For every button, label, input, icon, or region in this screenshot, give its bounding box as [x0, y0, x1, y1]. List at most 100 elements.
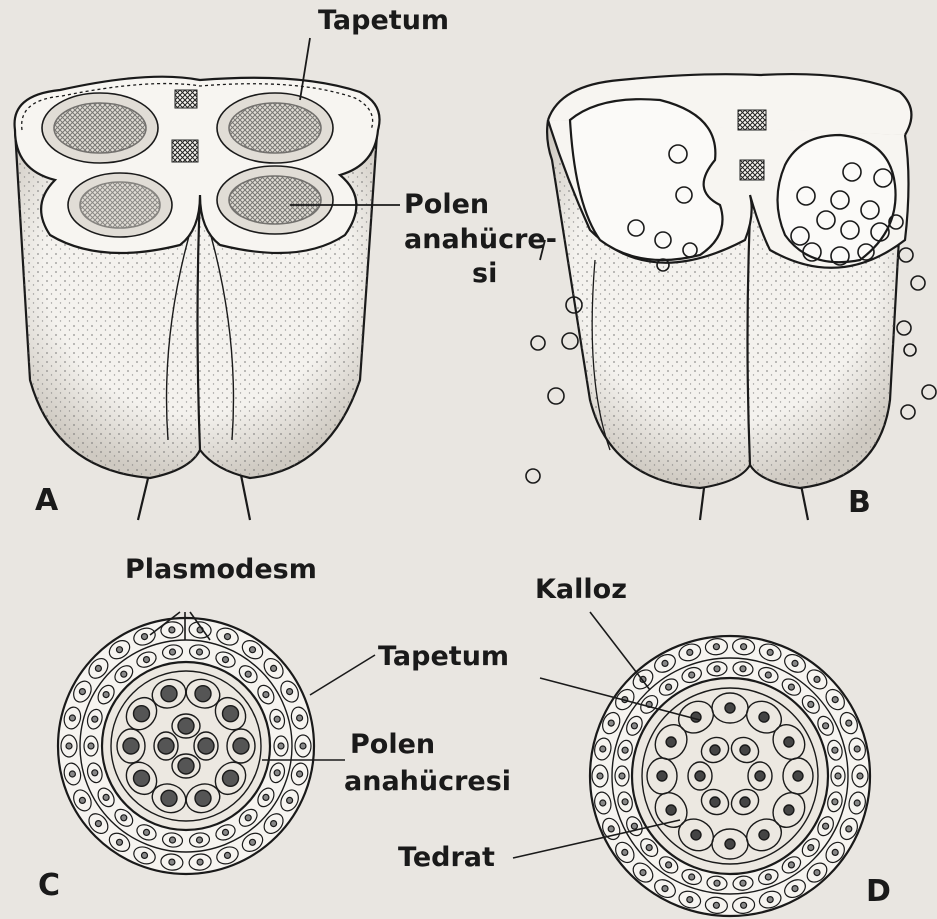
- cell-nucleus: [741, 644, 747, 650]
- cell-nucleus: [245, 671, 251, 677]
- cell-nucleus: [832, 697, 838, 703]
- cell-nucleus: [169, 627, 175, 633]
- cell-nucleus: [195, 790, 211, 806]
- label-tedrat: Tedrat: [398, 843, 495, 873]
- cell-nucleus: [759, 830, 769, 840]
- cell-nucleus: [832, 799, 838, 805]
- cell-nucleus: [622, 849, 628, 855]
- cell-nucleus: [66, 743, 72, 749]
- panel-label-c: C: [38, 871, 60, 901]
- section-d: [513, 612, 870, 916]
- cell-nucleus: [646, 845, 652, 851]
- cell-nucleus: [223, 657, 229, 663]
- cell-nucleus: [278, 743, 284, 749]
- label-polen-a-line2: anahücre-: [404, 225, 557, 255]
- cell-nucleus: [161, 686, 177, 702]
- panel-label-a: A: [35, 486, 58, 516]
- cell-nucleus: [740, 745, 750, 755]
- cell-nucleus: [223, 706, 239, 722]
- cell-nucleus: [854, 746, 860, 752]
- cell-nucleus: [245, 815, 251, 821]
- cell-nucleus: [117, 839, 123, 845]
- cell-nucleus: [223, 770, 239, 786]
- cell-nucleus: [666, 805, 676, 815]
- cell-nucleus: [854, 800, 860, 806]
- label-tapetum-mid: Tapetum: [378, 642, 509, 672]
- cell-nucleus: [88, 743, 94, 749]
- cell-nucleus: [95, 665, 101, 671]
- cell-nucleus: [740, 880, 746, 886]
- cell-nucleus: [740, 666, 746, 672]
- cell-nucleus: [695, 771, 705, 781]
- cell-nucleus: [597, 773, 603, 779]
- cell-nucleus: [250, 839, 256, 845]
- label-polen-a-line3: si: [472, 259, 497, 289]
- cell-nucleus: [197, 837, 203, 843]
- anther-b: [526, 74, 936, 520]
- cell-nucleus: [297, 715, 303, 721]
- cell-nucleus: [622, 799, 628, 805]
- cell-nucleus: [92, 716, 98, 722]
- cell-nucleus: [808, 701, 814, 707]
- cell-nucleus: [121, 815, 127, 821]
- cell-nucleus: [814, 676, 820, 682]
- label-polen-c-line1: Polen: [350, 730, 435, 760]
- cell-nucleus: [755, 771, 765, 781]
- label-plasmodesm: Plasmodesm: [125, 555, 317, 585]
- cell-nucleus: [117, 647, 123, 653]
- cell-nucleus: [808, 845, 814, 851]
- cell-nucleus: [741, 902, 747, 908]
- cell-nucleus: [169, 859, 175, 865]
- cell-nucleus: [158, 738, 174, 754]
- panel-label-d: D: [866, 877, 891, 907]
- cell-nucleus: [134, 770, 150, 786]
- cell-nucleus: [713, 902, 719, 908]
- label-kalloz: Kalloz: [535, 575, 627, 605]
- cell-nucleus: [142, 634, 148, 640]
- cell-nucleus: [225, 852, 231, 858]
- cell-nucleus: [197, 859, 203, 865]
- cell-nucleus: [765, 874, 771, 880]
- cell-nucleus: [223, 829, 229, 835]
- cell-nucleus: [767, 649, 773, 655]
- cell-nucleus: [631, 723, 637, 729]
- cell-nucleus: [823, 823, 829, 829]
- cell-nucleus: [69, 771, 75, 777]
- cell-nucleus: [600, 746, 606, 752]
- cell-nucleus: [640, 870, 646, 876]
- cell-nucleus: [287, 689, 293, 695]
- cell-nucleus: [788, 684, 794, 690]
- cell-nucleus: [622, 747, 628, 753]
- cell-nucleus: [857, 773, 863, 779]
- cell-nucleus: [657, 771, 667, 781]
- cell-nucleus: [144, 657, 150, 663]
- cell-nucleus: [666, 737, 676, 747]
- cell-nucleus: [144, 829, 150, 835]
- cell-nucleus: [161, 790, 177, 806]
- cell-nucleus: [123, 738, 139, 754]
- cell-nucleus: [170, 837, 176, 843]
- cell-nucleus: [103, 692, 109, 698]
- cell-nucleus: [725, 703, 735, 713]
- cell-nucleus: [250, 647, 256, 653]
- cell-nucleus: [714, 880, 720, 886]
- cell-nucleus: [713, 644, 719, 650]
- cell-nucleus: [691, 830, 701, 840]
- section-c: [58, 612, 375, 874]
- cell-nucleus: [792, 660, 798, 666]
- cell-nucleus: [79, 797, 85, 803]
- cell-nucleus: [710, 797, 720, 807]
- cell-nucleus: [689, 672, 695, 678]
- cell-nucleus: [297, 771, 303, 777]
- cell-nucleus: [178, 718, 194, 734]
- cell-nucleus: [197, 649, 203, 655]
- cell-nucleus: [631, 823, 637, 829]
- cell-nucleus: [788, 862, 794, 868]
- cell-nucleus: [846, 720, 852, 726]
- label-tapetum-top: Tapetum: [318, 6, 449, 36]
- cell-nucleus: [287, 797, 293, 803]
- cell-nucleus: [710, 745, 720, 755]
- cell-nucleus: [263, 692, 269, 698]
- cell-nucleus: [835, 773, 841, 779]
- cell-nucleus: [170, 649, 176, 655]
